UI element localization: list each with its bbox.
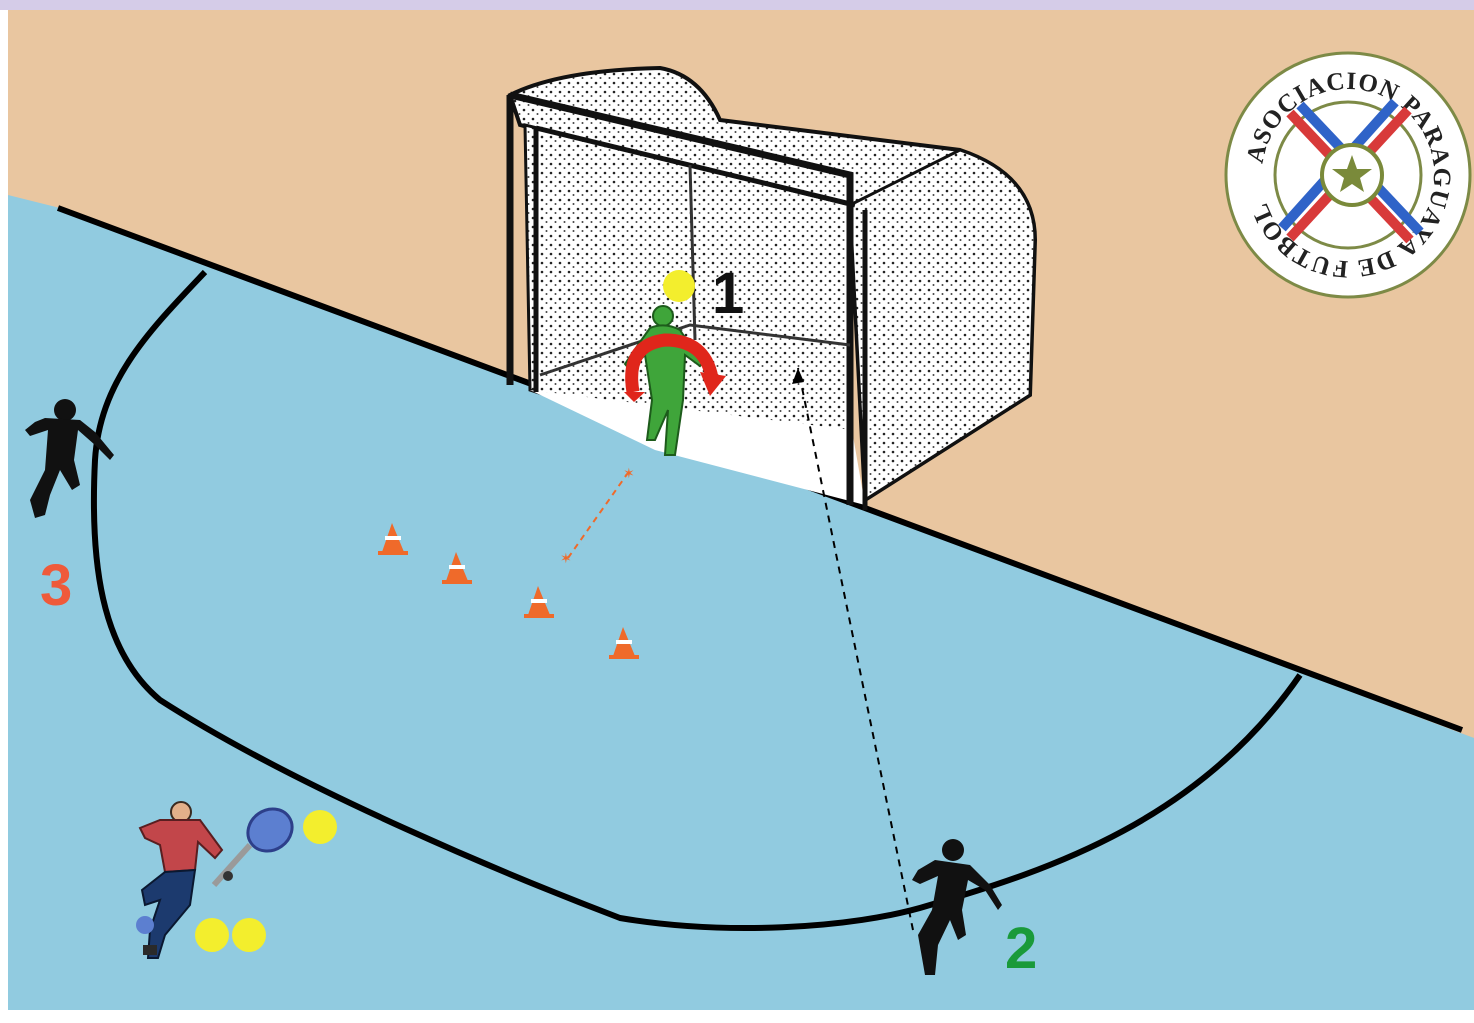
keeper-number-label: 1 [712,261,744,326]
svg-text:✶: ✶ [623,466,635,482]
tennis-ball-icon [195,918,229,952]
top-bar [0,0,1474,10]
tennis-ball-icon [663,270,695,302]
tennis-ball-icon [232,918,266,952]
svg-text:✶: ✶ [560,551,572,567]
player-left-number-label: 3 [40,553,72,618]
tennis-ball-icon [303,810,337,844]
player-right-number-label: 2 [1005,916,1037,981]
federation-logo-icon: ASOCIACION PARAGUAYA DE FUTBOL [1226,53,1470,297]
